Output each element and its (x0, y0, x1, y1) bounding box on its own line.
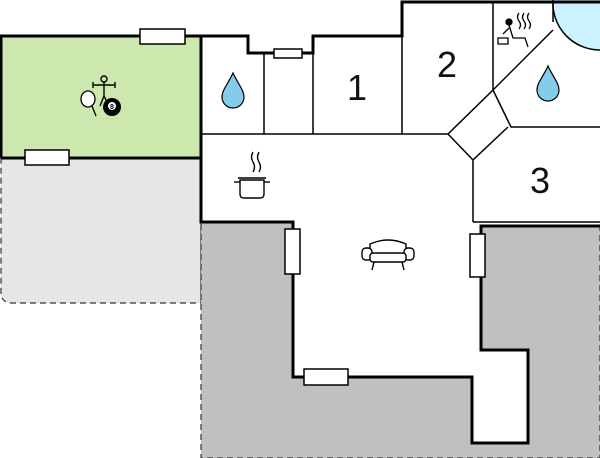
water-drop-icon (221, 71, 245, 109)
sauna-icon (497, 12, 532, 48)
water-drop-icon (536, 64, 560, 102)
billiard-ball-number: 8 (110, 104, 114, 111)
ping-pong-icon (80, 90, 97, 117)
window (469, 233, 486, 278)
billiard-ball-icon: 8 (103, 98, 121, 116)
room-label-1: 1 (347, 67, 367, 108)
window (284, 228, 301, 275)
game-room (1, 36, 202, 158)
window (24, 149, 70, 166)
interior-walls (201, 2, 600, 223)
room-label-3: 3 (530, 160, 550, 201)
window (139, 28, 186, 45)
window (303, 368, 349, 386)
cooking-pot-icon (234, 151, 270, 199)
room-label-2: 2 (437, 44, 457, 85)
terrace-left (0, 157, 202, 304)
window (273, 48, 303, 59)
pool (552, 0, 600, 51)
windows (24, 28, 486, 386)
sofa-icon (361, 239, 415, 271)
foosball-icon (92, 75, 116, 107)
